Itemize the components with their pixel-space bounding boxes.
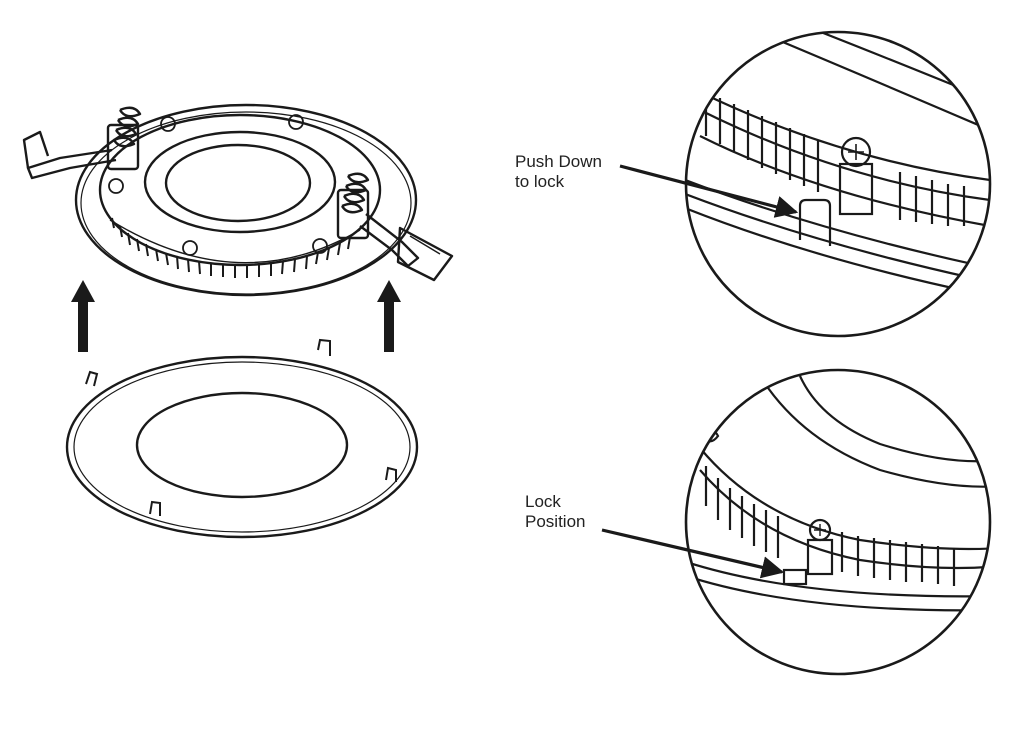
lock-position-callout: Lock Position xyxy=(525,492,585,532)
trim-ring xyxy=(65,338,419,539)
detail-view-push-down xyxy=(684,30,992,338)
cooling-fins xyxy=(109,217,361,278)
lock-position-line2: Position xyxy=(525,512,586,531)
push-down-line1: Push Down xyxy=(515,152,602,171)
detail-view-lock-position xyxy=(684,368,992,676)
push-down-callout: Push Down to lock xyxy=(515,152,602,192)
right-spring-clip xyxy=(336,172,454,282)
up-arrow-left xyxy=(71,280,95,352)
left-spring-clip xyxy=(22,106,142,180)
lock-position-pointer-arrow xyxy=(601,528,785,579)
fixture-screws xyxy=(108,114,328,256)
lock-position-line1: Lock xyxy=(525,492,561,511)
push-down-line2: to lock xyxy=(515,172,565,191)
push-down-pointer-arrow xyxy=(619,164,799,218)
led-panel-fixture xyxy=(22,103,454,297)
up-arrow-right xyxy=(377,280,401,352)
